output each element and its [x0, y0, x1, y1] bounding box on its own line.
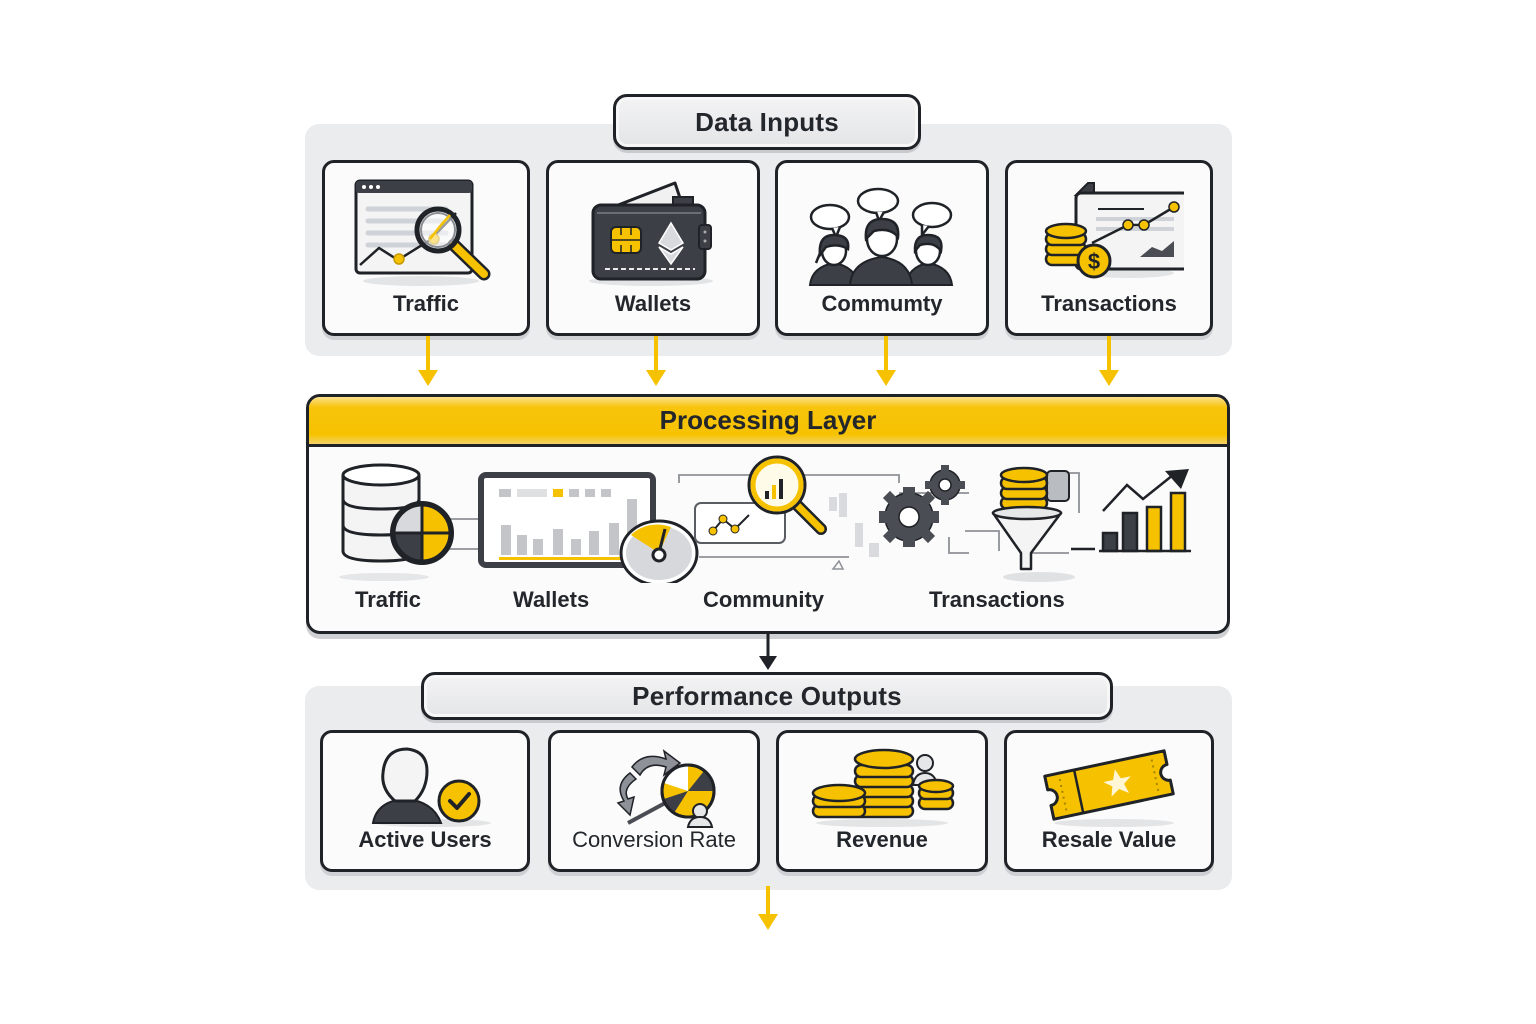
- flow-arrow-transactions: [1099, 336, 1119, 386]
- input-card-traffic[interactable]: Traffic: [322, 160, 530, 336]
- ticket-star-icon: [1007, 739, 1211, 829]
- database-pie-icon: [339, 463, 454, 581]
- conversion-pie-icon: [551, 739, 757, 829]
- input-card-transactions[interactable]: $ Transactions: [1005, 160, 1213, 336]
- performance-outputs-title: Performance Outputs: [421, 672, 1113, 720]
- flow-arrow-traffic: [418, 336, 438, 386]
- output-label-conversion-rate: Conversion Rate: [572, 827, 736, 852]
- input-card-wallets[interactable]: Wallets: [546, 160, 760, 336]
- processing-label-wallets: Wallets: [513, 587, 590, 612]
- user-check-icon: [323, 739, 527, 829]
- coins-chart-icon: $: [1008, 173, 1210, 293]
- crypto-wallet-icon: [549, 173, 757, 293]
- input-label-transactions: Transactions: [1041, 291, 1177, 316]
- processing-label-transactions: Transactions: [929, 587, 1065, 612]
- coins-funnel-icon: [991, 466, 1095, 582]
- data-inputs-title: Data Inputs: [613, 94, 921, 150]
- input-label-wallets: Wallets: [614, 291, 692, 316]
- gauge-icon: [619, 519, 699, 583]
- output-label-resale-value: Resale Value: [1041, 827, 1177, 852]
- magnifier-analytics-icon: [694, 455, 879, 570]
- flow-arrow-wallets: [646, 336, 666, 386]
- output-label-revenue: Revenue: [836, 827, 928, 852]
- dashboard-monitor-icon: [478, 472, 656, 568]
- svg-text:$: $: [1088, 249, 1100, 274]
- processing-illustration: [339, 455, 1191, 583]
- output-card-active-users[interactable]: Active Users: [320, 730, 530, 872]
- processing-label-community: Community: [703, 587, 824, 612]
- output-card-resale-value[interactable]: Resale Value: [1004, 730, 1214, 872]
- flow-arrow-outputs-down: [758, 886, 778, 930]
- processing-layer-panel: Processing Layer: [306, 394, 1230, 634]
- coin-stacks-icon: [779, 739, 985, 829]
- input-label-community: Commumty: [821, 291, 943, 316]
- gears-icon: [879, 465, 965, 547]
- flow-arrow-community: [876, 336, 896, 386]
- flow-arrow-processing-to-outputs: [759, 634, 777, 670]
- input-label-traffic: Traffic: [392, 291, 460, 316]
- input-card-community[interactable]: Commumty: [775, 160, 989, 336]
- community-chat-icon: [778, 173, 986, 293]
- output-card-revenue[interactable]: Revenue: [776, 730, 988, 872]
- output-card-conversion-rate[interactable]: Conversion Rate: [548, 730, 760, 872]
- browser-magnifier-chart-icon: [325, 173, 527, 293]
- growth-bar-chart-icon: [1099, 469, 1191, 553]
- processing-label-traffic: Traffic: [355, 587, 422, 612]
- output-label-active-users: Active Users: [358, 827, 492, 852]
- processing-layer-title: Processing Layer: [309, 397, 1227, 447]
